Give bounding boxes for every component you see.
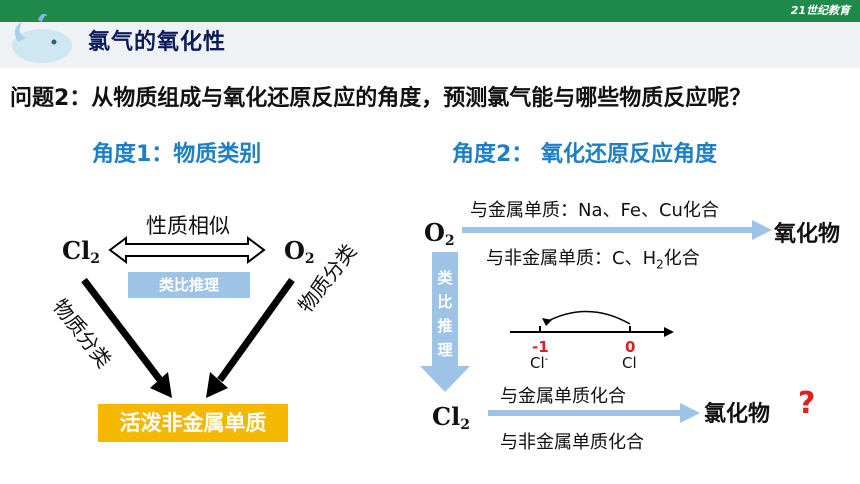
left-diagonal-arrow — [81, 277, 163, 383]
chloride-label: 氯化物 — [704, 402, 771, 427]
top-bar: 21世纪教育 — [0, 0, 860, 22]
whale-icon — [12, 13, 72, 63]
nonmetal-combine-label: 与非金属单质化合 — [500, 432, 644, 453]
o2-formula-left: O2 — [284, 236, 315, 267]
analogy-box: 类比推理 — [128, 272, 250, 298]
metal-label: 与金属单质：Na、Fe、Cu化合 — [470, 200, 719, 221]
cl2-formula-right: Cl2 — [432, 402, 470, 433]
analogy-vertical: 类 比 推 理 — [437, 269, 453, 359]
o2-formula-right: O2 — [424, 218, 455, 249]
double-arrow — [108, 236, 266, 264]
page-title: 氯气的氧化性 — [88, 30, 227, 55]
right-diagonal-arrow — [217, 277, 295, 383]
question-text: 问题2：从物质组成与氧化还原反应的角度，预测氯气能与哪些物质反应呢？ — [10, 86, 752, 111]
similar-label: 性质相似 — [146, 214, 230, 238]
result-box: 活泼非金属单质 — [98, 404, 288, 442]
cl-zero-label: Cl — [622, 354, 637, 372]
question-mark: ? — [798, 386, 816, 421]
angle2-heading: 角度2： 氧化还原反应角度 — [452, 142, 717, 167]
zero-label: 0 — [625, 338, 636, 356]
oxide-label: 氧化物 — [774, 222, 841, 247]
cl-minus-label: Cl- — [530, 354, 549, 372]
title-band — [0, 22, 860, 68]
cl2-formula-left: Cl2 — [62, 236, 100, 267]
minus-one-label: -1 — [532, 338, 549, 356]
nonmetal-label: 与非金属单质：C、H2化合 — [486, 248, 700, 272]
angle1-heading: 角度1：物质类别 — [92, 142, 262, 167]
logo: 21世纪教育 — [790, 4, 850, 17]
metal-combine-label: 与金属单质化合 — [500, 386, 626, 407]
analogy-down-arrow — [420, 252, 470, 392]
